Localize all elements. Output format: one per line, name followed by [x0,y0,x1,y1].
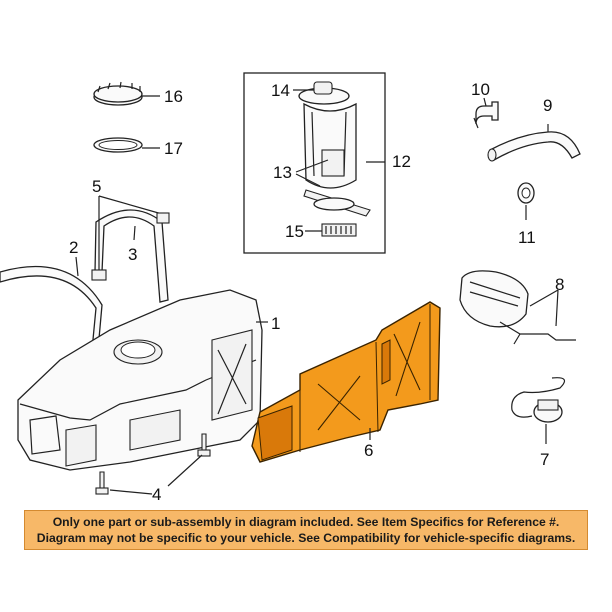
strap-nut-b [156,212,170,224]
callout-15: 15 [285,222,304,241]
fuel-tank [17,289,263,471]
tank-seal [93,137,143,153]
callout-16: 16 [164,87,183,106]
lock-ring [93,81,143,106]
leader-13 [295,159,329,187]
strap-nut-a [91,269,107,281]
callout-2: 2 [69,238,78,257]
callout-8: 8 [555,275,564,294]
leader-3 [133,225,136,241]
callout-12: 12 [392,152,411,171]
callout-9: 9 [543,96,552,115]
callout-3: 3 [128,245,137,264]
callout-7: 7 [540,450,549,469]
hose-9 [487,131,581,162]
grommet-11 [517,182,535,204]
fuel-cap-7 [511,377,566,423]
callout-4: 4 [152,485,161,504]
mounting-bolts [95,433,211,495]
leader-2 [75,256,79,277]
leader-5 [98,195,163,272]
callout-5: 5 [92,177,101,196]
disclaimer-line-1: Only one part or sub-assembly in diagram… [52,515,560,529]
hose-connector-10 [473,101,499,129]
disclaimer-banner: Only one part or sub-assembly in diagram… [24,510,588,550]
callout-13: 13 [273,163,292,182]
callout-11: 11 [518,228,536,247]
leader-10 [483,97,487,107]
heat-shield [251,301,441,463]
fuel-pump-module [298,81,371,237]
disclaimer-line-2: Diagram may not be specific to your vehi… [36,530,576,545]
tank-strap-2 [0,265,103,351]
callout-14: 14 [271,81,290,100]
callout-10: 10 [471,80,490,99]
callout-1: 1 [271,314,280,333]
vent-assembly-8 [459,270,576,345]
callout-6: 6 [364,441,373,460]
callout-17: 17 [164,139,183,158]
leader-8 [529,289,559,327]
leader-4 [109,454,203,495]
tank-strap-3 [94,209,169,303]
